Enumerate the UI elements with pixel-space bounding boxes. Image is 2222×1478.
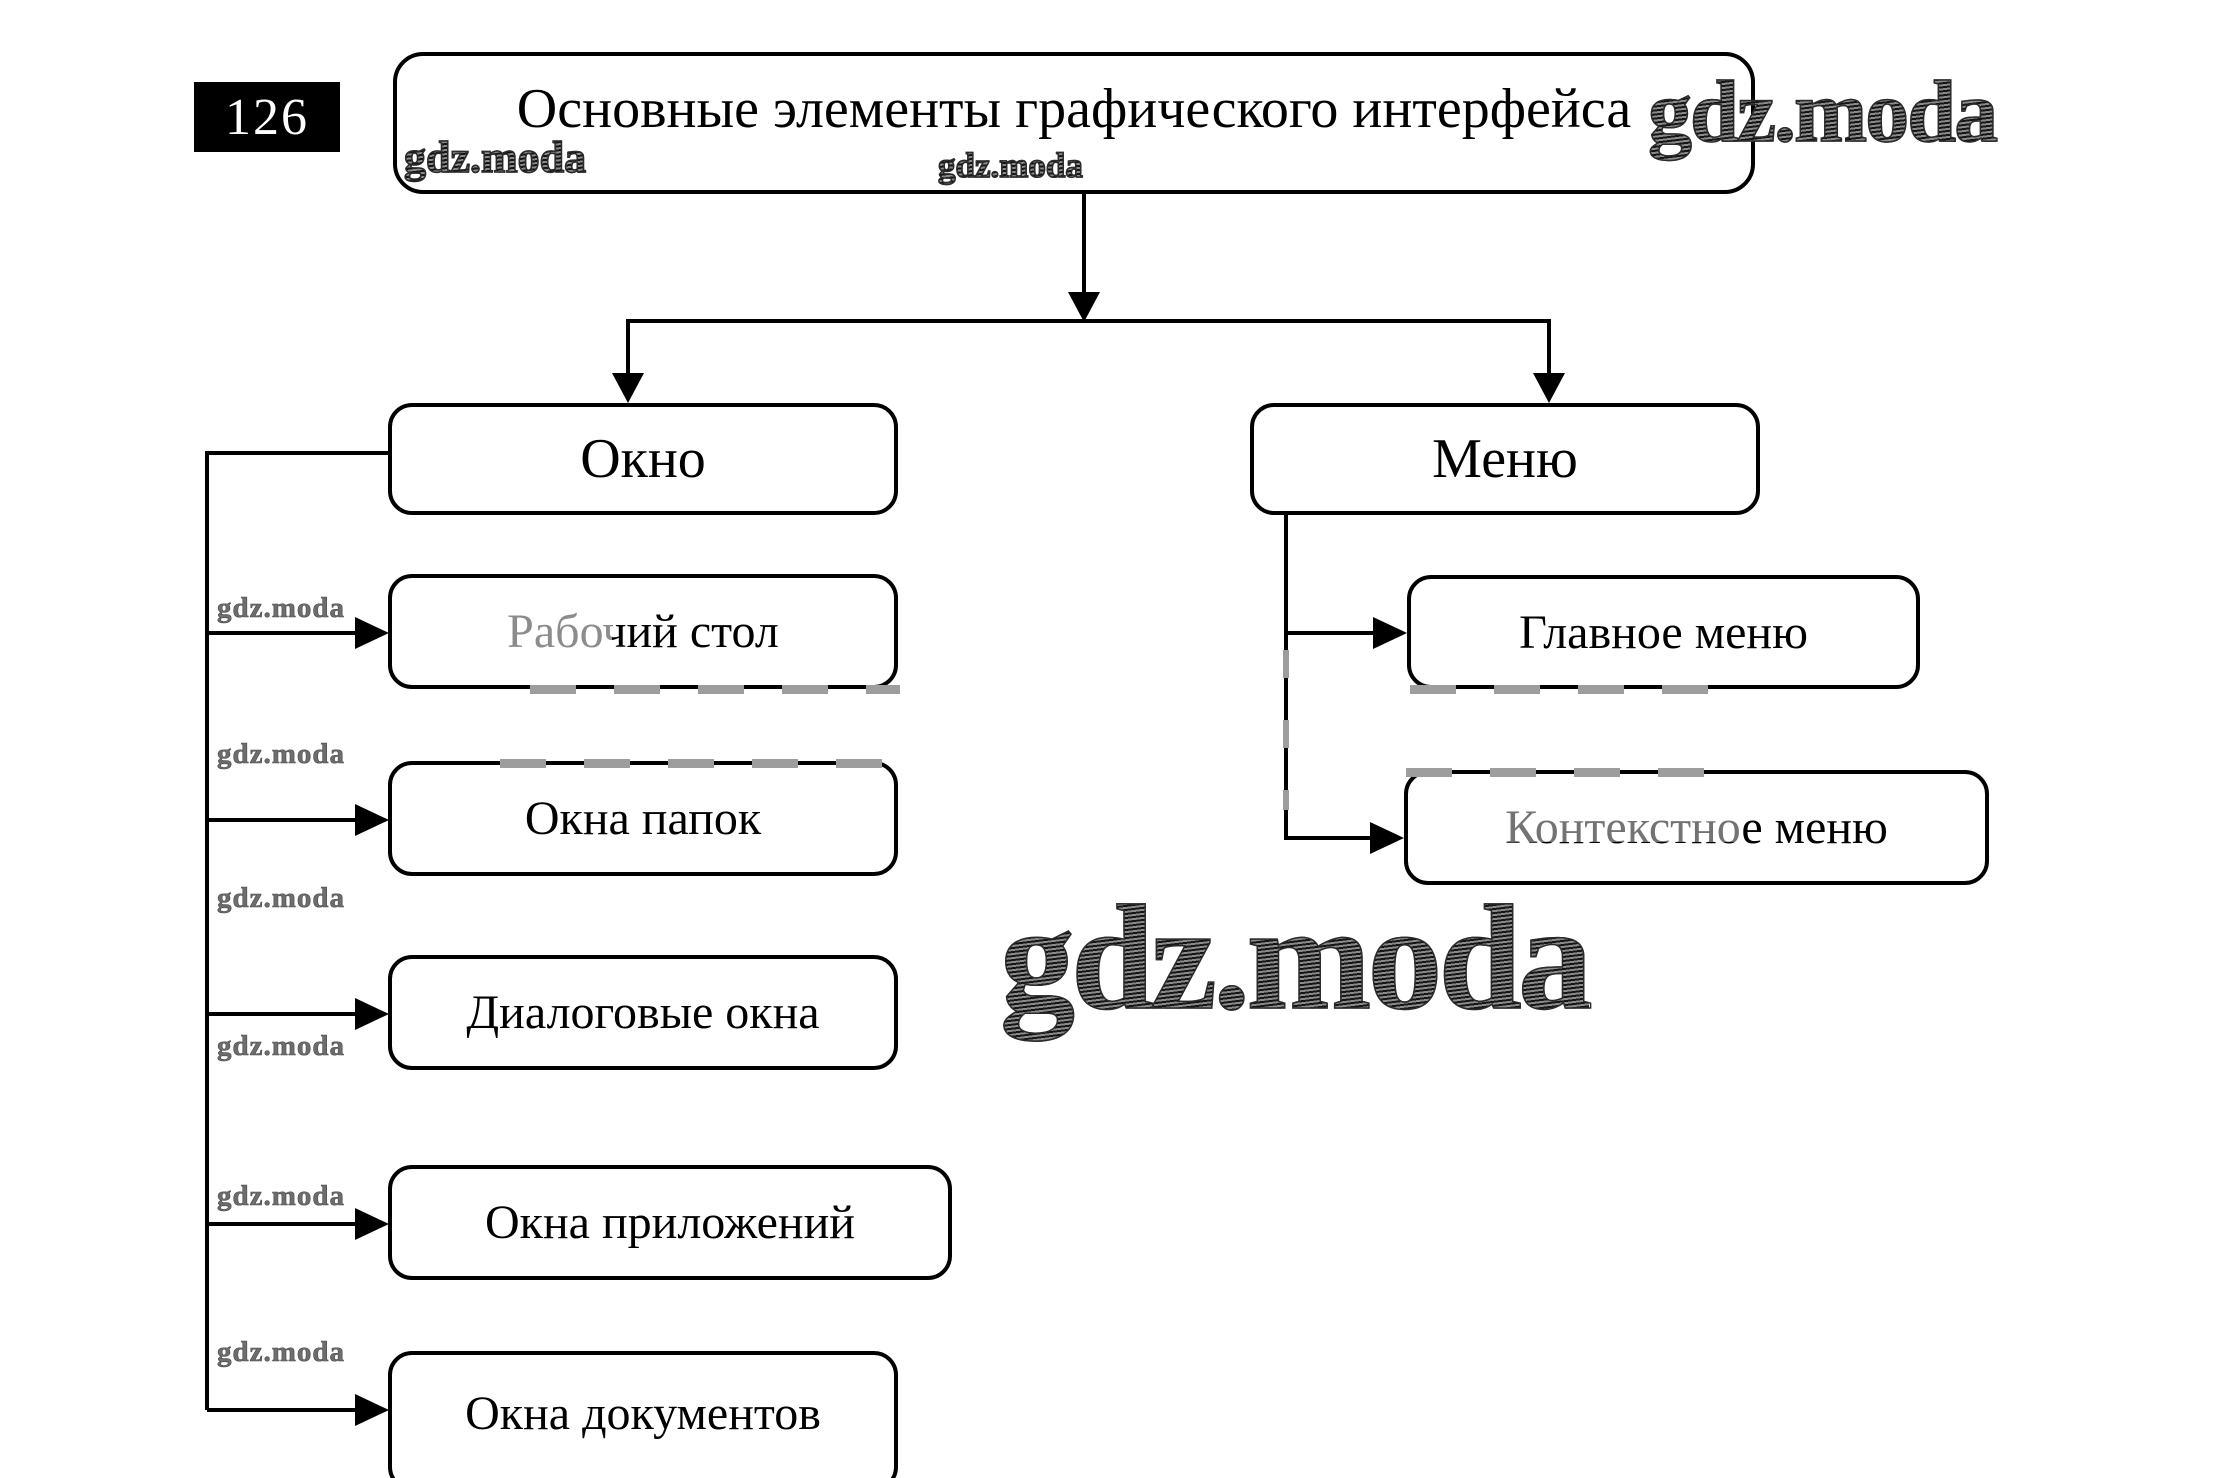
node-app-windows-label: Окна приложений <box>484 1196 855 1249</box>
node-menu: Меню <box>1250 403 1760 515</box>
node-doc-windows: Окна документов <box>388 1351 898 1478</box>
diagram-title: Основные элементы графического интерфейс… <box>516 78 1632 140</box>
node-dialog-windows-label: Диалоговые окна <box>466 986 820 1039</box>
connector-branch-folder-windows <box>207 818 357 822</box>
node-folder-windows: Окна папок <box>388 761 898 876</box>
watermark-rail-6: gdz.moda <box>217 1336 346 1369</box>
arrowhead-root-down-icon <box>1068 292 1100 322</box>
connector-window-stem <box>626 319 630 375</box>
node-menu-label: Меню <box>1432 428 1578 490</box>
connector-menu-stem <box>1547 319 1551 375</box>
watermark-top-right: gdz.moda <box>1647 63 1999 162</box>
watermark-rail-5: gdz.moda <box>217 1180 346 1213</box>
arrowhead-doc-windows-icon <box>355 1394 389 1426</box>
node-dialog-windows: Диалоговые окна <box>388 955 898 1070</box>
node-folder-windows-label: Окна папок <box>524 792 762 845</box>
arrowhead-menu-down-icon <box>1533 373 1565 403</box>
connector-window-rail <box>205 451 209 1410</box>
arrowhead-desktop-icon <box>355 617 389 649</box>
node-main-menu: Главное меню <box>1407 575 1920 689</box>
node-doc-windows-label: Окна документов <box>465 1386 821 1440</box>
connector-branch-dialog-windows <box>207 1012 357 1016</box>
connector-root-stem <box>1082 194 1086 294</box>
node-app-windows: Окна приложений <box>388 1165 952 1280</box>
connector-split-bar <box>626 319 1551 323</box>
watermark-damage-folders-top <box>500 759 900 768</box>
watermark-fade-desktop-text <box>432 592 612 670</box>
node-window: Окно <box>388 403 898 515</box>
page-number: 126 <box>225 88 309 146</box>
page-number-badge: 126 <box>194 82 340 152</box>
watermark-center: gdz.moda <box>999 872 1593 1044</box>
watermark-damage-desktop-bottom <box>530 685 900 694</box>
arrowhead-dialog-windows-icon <box>355 998 389 1030</box>
node-context-menu-label: Контекстное меню <box>1505 801 1888 854</box>
arrowhead-context-menu-icon <box>1370 822 1404 854</box>
watermark-damage-menu-rail <box>1283 650 1289 810</box>
node-main-menu-label: Главное меню <box>1519 605 1808 659</box>
watermark-rail-4: gdz.moda <box>217 1030 346 1063</box>
watermark-rail-3: gdz.moda <box>217 882 346 915</box>
watermark-damage-mainmenu-bottom <box>1410 685 1740 694</box>
node-window-label: Окно <box>580 428 706 490</box>
watermark-title-left: gdz.moda <box>403 132 587 183</box>
connector-branch-doc-windows <box>207 1408 357 1412</box>
watermark-rail-2: gdz.moda <box>217 738 346 771</box>
connector-branch-main-menu <box>1286 631 1375 635</box>
arrowhead-folder-windows-icon <box>355 804 389 836</box>
watermark-damage-contextmenu-top <box>1406 768 1706 777</box>
node-root: Основные элементы графического интерфейс… <box>393 52 1755 194</box>
connector-window-rail-top <box>205 451 389 455</box>
arrowhead-window-down-icon <box>612 373 644 403</box>
arrowhead-main-menu-icon <box>1373 617 1407 649</box>
connector-branch-context-menu <box>1284 836 1371 840</box>
arrowhead-app-windows-icon <box>355 1208 389 1240</box>
watermark-title-center: gdz.moda <box>937 145 1083 186</box>
watermark-fade-contextmenu-text <box>1490 790 1740 842</box>
watermark-rail-1: gdz.moda <box>217 592 346 625</box>
connector-branch-app-windows <box>207 1222 357 1226</box>
connector-branch-desktop <box>207 631 357 635</box>
